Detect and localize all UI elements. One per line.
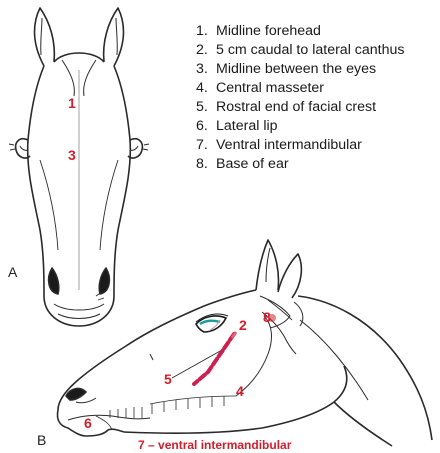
panel-label-b: B	[37, 432, 46, 448]
frontal-head-drawing	[9, 8, 149, 326]
point-6-label: 6	[84, 415, 92, 431]
point-2-label: 2	[239, 317, 247, 333]
panel-label-a: A	[8, 264, 17, 280]
point-4-label: 4	[236, 383, 244, 399]
point-7-label: 7 – ventral intermandibular	[138, 438, 292, 452]
eye-icon	[196, 314, 228, 332]
point-3-label: 3	[68, 147, 76, 163]
point-5-label: 5	[164, 371, 172, 387]
point-1-label: 1	[68, 95, 76, 111]
facial-crest-marker	[194, 334, 234, 384]
point-8-label: 8	[263, 309, 271, 325]
